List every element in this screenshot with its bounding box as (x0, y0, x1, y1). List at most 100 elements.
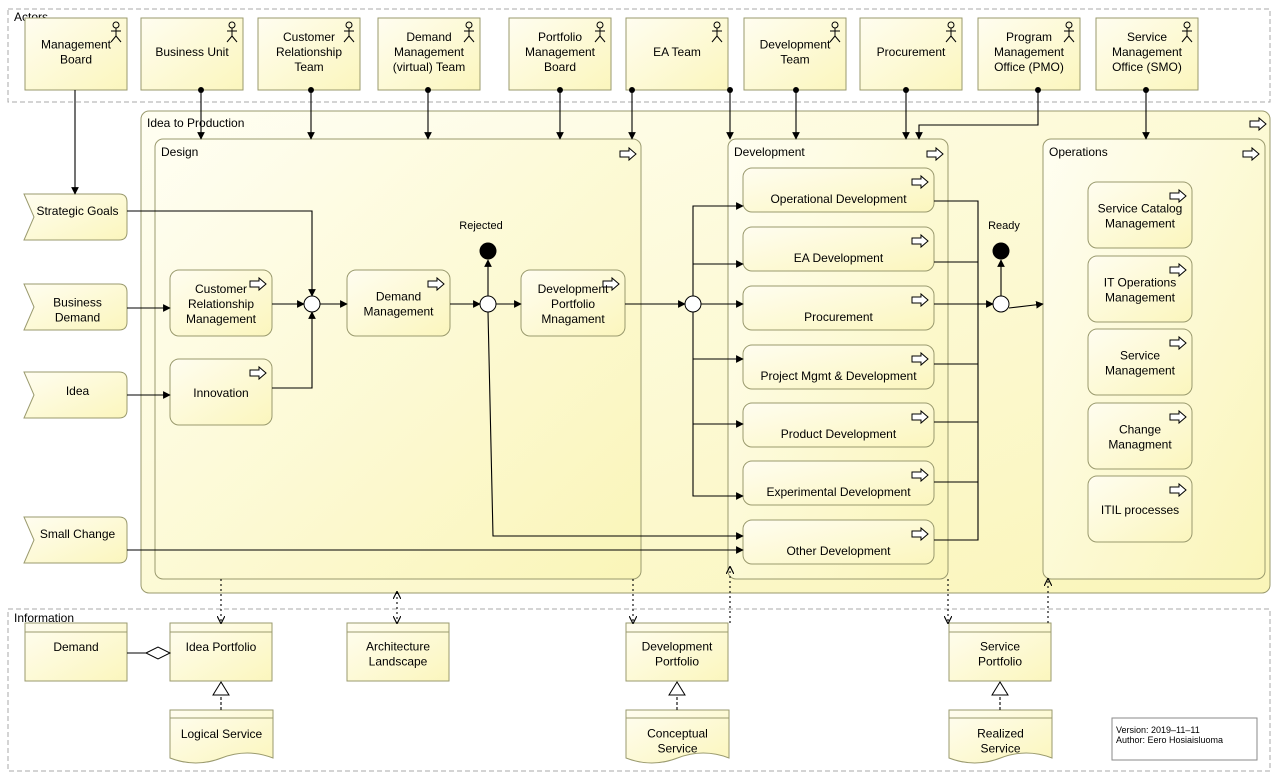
flow-edge (272, 311, 316, 389)
actor-customer-relationship-team (257, 17, 361, 91)
it-operations-management-label: IT Operations (1104, 276, 1176, 290)
change-management-label: Change (1119, 423, 1161, 437)
flow-edge (692, 312, 744, 500)
actor-ea-team (625, 17, 729, 91)
actor-procurement (859, 17, 963, 91)
actor-portfolio-management-board (508, 17, 612, 91)
container-process-icon (1242, 146, 1260, 162)
procurement-process-process (742, 285, 935, 331)
realization-triangle (668, 681, 686, 696)
it-operations-management-process (1087, 255, 1193, 323)
change-management-process (1087, 402, 1193, 470)
driver-business-demand-label: Business (53, 296, 102, 310)
container-process-icon (1249, 116, 1267, 132)
actor-icon (945, 21, 957, 43)
actor-pmo-label: Management (994, 45, 1065, 59)
container-process-icon (619, 146, 637, 162)
actor-customer-relationship-team-label: Relationship (276, 45, 342, 59)
author-text: Author: Eero Hosiaisluoma (1116, 735, 1223, 745)
process-icon (911, 526, 929, 542)
ea-development-label: EA Development (794, 251, 884, 265)
other-development-process (742, 519, 935, 565)
actor-icon (463, 21, 475, 43)
object-demand-label: Demand (53, 640, 98, 654)
demand-management-label: Management (363, 305, 434, 319)
process-icon (427, 276, 445, 292)
procurement-process-label: Procurement (804, 310, 873, 324)
ready-label: Ready (988, 220, 1020, 232)
actor-customer-relationship-team-label: Customer (283, 30, 335, 44)
service-management-label: Service (1120, 349, 1160, 363)
rejected-event (479, 242, 497, 260)
driver-idea-label: Idea (66, 384, 90, 398)
itil-processes-label: ITIL processes (1101, 503, 1179, 517)
representation-conceptual-service-label: Service (657, 742, 697, 756)
operational-development-label: Operational Development (770, 192, 907, 206)
development-label: Development (734, 145, 805, 159)
actor-development-team (743, 17, 847, 91)
demand-management-label: Demand (376, 290, 421, 304)
actors-group (7, 8, 1271, 103)
service-catalog-management-label: Service Catalog (1098, 202, 1183, 216)
process-icon (249, 276, 267, 292)
representation-conceptual-service (625, 709, 730, 764)
actor-icon (1181, 21, 1193, 43)
aggregation-diamond (144, 646, 172, 660)
actor-business-unit (140, 17, 244, 91)
flow-edge (127, 210, 316, 297)
actor-management-board (24, 17, 128, 91)
actor-smo (1095, 17, 1199, 91)
flow-edge (1008, 300, 1044, 309)
realization-triangle (212, 681, 230, 696)
representation-realized-service (948, 709, 1053, 764)
actor-smo-label: Management (1112, 45, 1183, 59)
actor-icon (226, 21, 238, 43)
process-icon (602, 276, 620, 292)
junction (684, 295, 702, 313)
flow-edge (692, 202, 744, 296)
process-icon (1169, 335, 1187, 351)
container-process-icon (926, 146, 944, 162)
junction (479, 295, 497, 313)
actor-development-team-label: Team (780, 53, 809, 67)
actor-demand-management-team-label: Management (394, 45, 465, 59)
actor-icon (110, 21, 122, 43)
itil-processes-process (1087, 475, 1193, 543)
ready-event (992, 242, 1010, 260)
rejected-label: Rejected (459, 220, 502, 232)
operations-label: Operations (1049, 145, 1108, 159)
process-icon (911, 351, 929, 367)
realization-triangle (991, 681, 1009, 696)
driver-business-demand-label: Demand (55, 311, 100, 325)
crm-label: Management (186, 312, 257, 326)
object-development-portfolio (625, 622, 729, 682)
actor-customer-relationship-team-label: Team (294, 60, 323, 74)
design-label: Design (161, 145, 198, 159)
object-service-portfolio (948, 622, 1052, 682)
actor-icon (343, 21, 355, 43)
actor-portfolio-management-board-label: Portfolio (538, 30, 582, 44)
process-icon (1169, 262, 1187, 278)
object-idea-portfolio-label: Idea Portfolio (186, 640, 257, 654)
driver-strategic-goals-label: Strategic Goals (36, 204, 118, 218)
junction (303, 295, 321, 313)
service-management-label: Management (1105, 364, 1176, 378)
actor-pmo-label: Office (PMO) (994, 60, 1064, 74)
process-icon (911, 233, 929, 249)
actor-demand-management-team-label: (virtual) Team (393, 60, 465, 74)
driver-strategic-goals (23, 193, 128, 241)
process-icon (911, 409, 929, 425)
actor-icon (594, 21, 606, 43)
object-architecture-landscape-label: Architecture (366, 640, 430, 654)
driver-business-demand (23, 283, 128, 331)
object-development-portfolio-label: Development (642, 640, 713, 654)
process-icon (911, 467, 929, 483)
actor-procurement-label: Procurement (877, 45, 946, 59)
other-development-label: Other Development (786, 544, 891, 558)
version-note (1111, 717, 1258, 761)
change-management-label: Managment (1108, 438, 1172, 452)
dev-portfolio-mgmt-label: Mnagament (541, 312, 605, 326)
actor-demand-management-team (377, 17, 481, 91)
process-icon (1169, 482, 1187, 498)
